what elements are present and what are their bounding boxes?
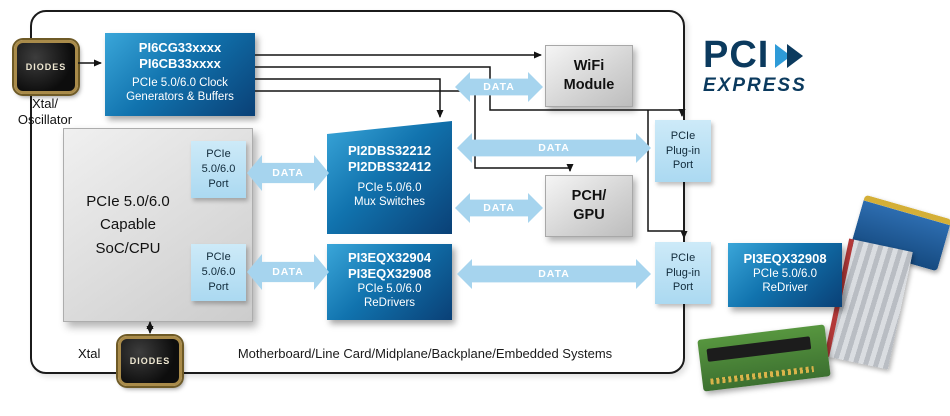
- diodes-logo: DIODES: [25, 62, 67, 72]
- redriver-part-number-1: PI3EQX32904: [347, 250, 432, 265]
- soc-cpu-box: PCIe 5.0/6.0 Capable SoC/CPU PCIe 5.0/6.…: [63, 128, 253, 322]
- xtal-oscillator-chip: DIODES: [14, 40, 78, 94]
- mux-description-line1: PCIe 5.0/6.0: [357, 182, 422, 194]
- plugin-port-line3: Port: [672, 159, 694, 172]
- xtal-oscillator-label-line1: Xtal/: [31, 96, 58, 111]
- mux-description-line2: Mux Switches: [354, 196, 425, 208]
- clock-description-line2: Generators & Buffers: [126, 91, 234, 103]
- mux-part-number-1: PI2DBS32212: [347, 143, 432, 158]
- port-label-line3: Port: [208, 177, 229, 190]
- clock-generator-box: PI6CG33xxxx PI6CB33xxxx PCIe 5.0/6.0 Clo…: [105, 33, 255, 116]
- xtal-label: Xtal: [78, 346, 101, 361]
- wifi-label-line1: WiFi: [573, 58, 605, 75]
- riser-slot-image: [706, 336, 812, 362]
- data-arrow-label: DATA: [272, 167, 304, 179]
- soc-cpu-label: PCIe 5.0/6.0 Capable SoC/CPU: [64, 190, 192, 260]
- xtal-oscillator-label: Xtal/ Oscillator: [2, 96, 88, 129]
- data-arrow-label: DATA: [538, 142, 570, 154]
- data-arrow-label: DATA: [272, 266, 304, 278]
- port-label-line3: Port: [208, 280, 229, 293]
- riser-pcb-board-image: [697, 324, 831, 392]
- xtal-oscillator-label-line2: Oscillator: [17, 112, 73, 128]
- soc-label-line1: PCIe 5.0/6.0: [86, 193, 170, 211]
- pci-express-logo: PCI EXPRESS: [703, 36, 863, 97]
- soc-pcie-port-bottom: PCIe 5.0/6.0 Port: [191, 244, 246, 301]
- mux-part-number-2: PI2DBS32412: [347, 159, 432, 174]
- clock-part-number-2: PI6CB33xxxx: [139, 56, 221, 71]
- port-label-line1: PCIe: [206, 148, 231, 161]
- plugin-port-line3: Port: [672, 281, 694, 294]
- diodes-logo: DIODES: [129, 356, 171, 366]
- riser-part-number: PI3EQX32908: [743, 251, 827, 266]
- port-label-line1: PCIe: [206, 251, 231, 264]
- redriver-description-line2: ReDrivers: [363, 297, 416, 309]
- soc-label-line2: Capable: [100, 216, 156, 234]
- plugin-port-line1: PCIe: [670, 251, 696, 264]
- data-arrow-label: DATA: [483, 81, 515, 93]
- redriver-part-number-2: PI3EQX32908: [347, 266, 432, 281]
- clock-part-number-1: PI6CG33xxxx: [138, 40, 222, 55]
- plugin-port-line2: Plug-in: [665, 266, 701, 279]
- plugin-port-line2: Plug-in: [665, 144, 701, 157]
- plugin-port-line1: PCIe: [670, 129, 696, 142]
- riser-description-line2: ReDriver: [762, 282, 808, 294]
- mux-switches-box: PI2DBS32212 PI2DBS32412 PCIe 5.0/6.0 Mux…: [327, 121, 452, 234]
- redriver-description-line1: PCIe 5.0/6.0: [357, 283, 422, 295]
- data-arrow-label: DATA: [538, 268, 570, 280]
- pch-label-line2: GPU: [573, 207, 605, 223]
- data-arrow-label: DATA: [483, 202, 515, 214]
- riser-redriver-box: PI3EQX32908 PCIe 5.0/6.0 ReDriver: [728, 243, 842, 307]
- xtal-chip: DIODES: [118, 336, 182, 386]
- express-logo-text: EXPRESS: [703, 75, 807, 96]
- port-label-line2: 5.0/6.0: [201, 266, 236, 279]
- wifi-module-box: WiFi Module: [545, 45, 633, 107]
- redrivers-box: PI3EQX32904 PI3EQX32908 PCIe 5.0/6.0 ReD…: [327, 244, 452, 320]
- pci-double-arrow-icon: [775, 44, 804, 68]
- riser-description-line1: PCIe 5.0/6.0: [753, 268, 817, 280]
- soc-pcie-port-top: PCIe 5.0/6.0 Port: [191, 141, 246, 198]
- riser-gold-pins-image: [710, 366, 815, 385]
- pch-label-line1: PCH/: [571, 188, 607, 205]
- clock-description-line1: PCIe 5.0/6.0 Clock: [132, 77, 228, 89]
- pcie-plugin-port-top: PCIe Plug-in Port: [655, 120, 711, 182]
- wifi-label-line2: Module: [563, 77, 615, 93]
- pci-logo-text: PCI: [703, 34, 770, 76]
- port-label-line2: 5.0/6.0: [201, 163, 236, 176]
- pcie-plugin-port-bottom: PCIe Plug-in Port: [655, 242, 711, 304]
- soc-label-line3: SoC/CPU: [95, 239, 161, 257]
- pch-gpu-box: PCH/ GPU: [545, 175, 633, 237]
- board-caption: Motherboard/Line Card/Midplane/Backplane…: [237, 346, 613, 361]
